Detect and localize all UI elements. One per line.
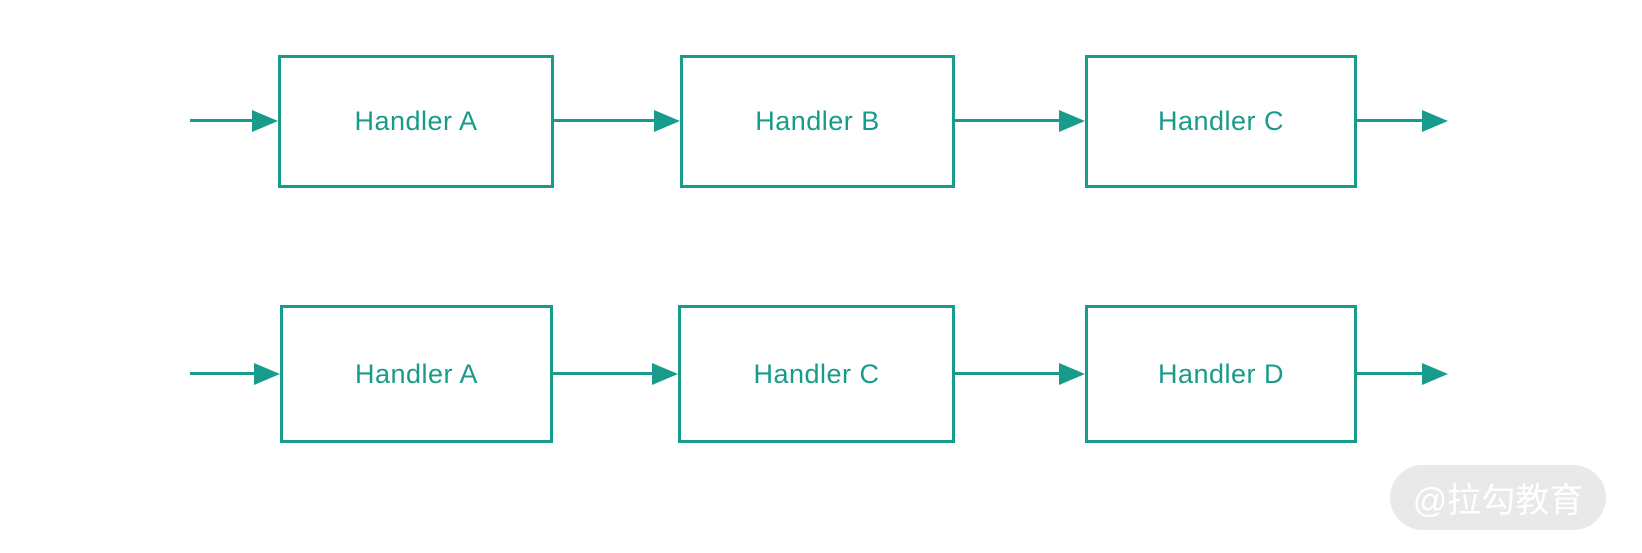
- arrow-row2-c-to-d: [955, 372, 1059, 375]
- handler-label: Handler D: [1157, 358, 1285, 389]
- handler-box-row2-d: Handler D: [1085, 305, 1357, 443]
- arrow-row2-a-to-c: [553, 372, 652, 375]
- handler-label: Handler C: [1157, 106, 1285, 136]
- arrow-row1-lead: [190, 119, 252, 122]
- handler-label: Handler A: [354, 358, 479, 389]
- handler-box-row2-c: Handler C: [678, 305, 955, 443]
- handler-box-row1-b: Handler B: [680, 55, 955, 188]
- handler-box-row1-a: Handler A: [278, 55, 554, 188]
- handler-box-row1-c: Handler C: [1085, 55, 1357, 188]
- watermark-badge: @拉勾教育: [1390, 465, 1606, 530]
- arrow-row1-a-to-b: [554, 119, 654, 122]
- handler-box-row2-a: Handler A: [280, 305, 553, 443]
- handler-label: Handler A: [354, 106, 478, 136]
- arrow-row1-trail: [1357, 119, 1422, 122]
- arrow-row1-b-to-c: [955, 119, 1059, 122]
- handler-label: Handler C: [753, 358, 880, 389]
- watermark-text: @拉勾教育: [1412, 482, 1584, 520]
- arrow-row2-trail: [1357, 372, 1422, 375]
- arrow-row2-lead: [190, 372, 254, 375]
- handler-label: Handler B: [755, 106, 880, 136]
